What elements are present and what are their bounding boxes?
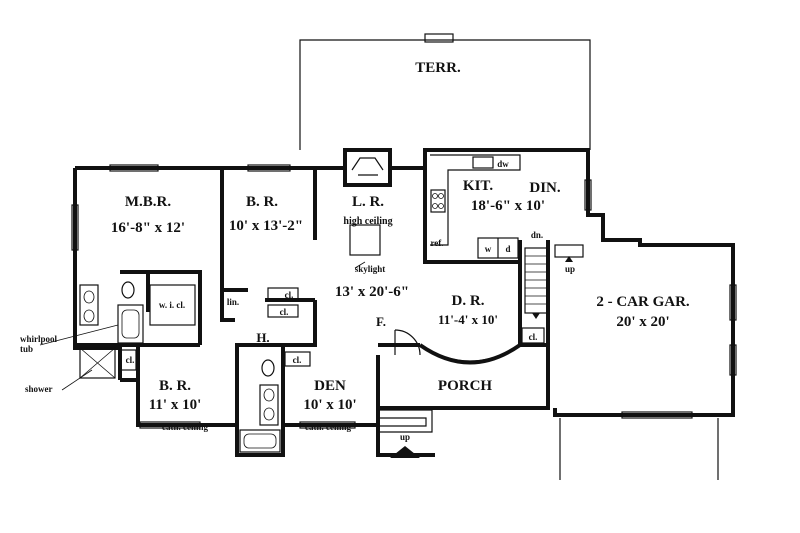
dr-size: 11'-4' x 10' — [438, 312, 498, 327]
tub-icon — [239, 429, 281, 453]
porch-steps — [378, 409, 433, 458]
washer-label: w — [485, 244, 492, 254]
toilet-icon — [261, 359, 275, 377]
tub-label: tub — [20, 344, 33, 354]
mbr-size: 16'-8" x 12' — [111, 220, 185, 236]
closet-label-upper: cl. — [285, 290, 294, 300]
closet-label-lower: cl. — [280, 307, 289, 317]
porch-up-label: up — [400, 432, 410, 442]
master-bath-fixtures — [79, 281, 196, 379]
skylight-icon — [349, 224, 381, 256]
br3-name: B. R. — [159, 378, 191, 394]
kit-name: KIT. — [463, 178, 493, 194]
windows — [71, 164, 737, 429]
mbr-name: M.B.R. — [125, 194, 171, 210]
vanity — [79, 284, 99, 326]
kitchen-counters — [430, 154, 521, 259]
fireplace-icon — [343, 148, 392, 187]
range-icon — [430, 189, 446, 213]
garage-size: 20' x 20' — [616, 314, 669, 330]
br3-size: 11' x 10' — [149, 397, 202, 413]
br2-size: 10' x 13'-2" — [229, 218, 303, 234]
terrace-label: TERR. — [415, 60, 461, 76]
br3-note: cath. ceiling — [162, 422, 208, 432]
down-arrow-icon — [532, 313, 540, 319]
whirlpool-label: whirlpool — [20, 334, 58, 344]
linen-label: lin. — [227, 297, 239, 307]
kitchen-sink-icon — [472, 156, 494, 169]
garage-up-label: up — [565, 264, 575, 274]
ref-label: ref. — [430, 238, 443, 248]
kit-size: 18'-6" x 10' — [471, 198, 545, 214]
stairs-down — [524, 247, 548, 319]
dw-label: dw — [497, 159, 509, 169]
terrace-step — [424, 33, 454, 43]
bath-closet — [119, 349, 137, 371]
skylight-leader — [354, 261, 366, 269]
garage-step — [554, 244, 584, 258]
lr-name: L. R. — [352, 194, 384, 210]
driveway — [559, 418, 719, 480]
shower-icon — [79, 347, 116, 379]
den-name: DEN — [314, 378, 346, 394]
entry-arrow-icon — [390, 446, 420, 458]
br2-name: B. R. — [246, 194, 278, 210]
front-door[interactable] — [394, 329, 421, 356]
wic-label: w. i. cl. — [159, 300, 185, 310]
hall-label: H. — [256, 330, 269, 345]
porch-label: PORCH — [438, 378, 492, 394]
shower-label: shower — [25, 384, 53, 394]
den-size: 10' x 10' — [303, 397, 356, 413]
closet-upper — [267, 287, 299, 301]
toilet-icon — [121, 281, 135, 299]
lr-size: 13' x 20'-6" — [335, 284, 409, 300]
whirlpool-tub-icon — [117, 304, 144, 344]
dr-closet — [521, 327, 545, 344]
dr-name: D. R. — [452, 293, 485, 309]
walk-in-closet — [149, 284, 196, 326]
den-closet-label: cl. — [293, 355, 302, 365]
dryer-label: d — [505, 244, 510, 254]
vanity — [259, 384, 279, 426]
shower-leader — [61, 369, 93, 391]
den-closet — [284, 351, 311, 367]
hall-bath-fixtures — [239, 359, 281, 453]
garage-name: 2 - CAR GAR. — [596, 294, 690, 310]
lr-note: high ceiling — [343, 216, 392, 227]
whirlpool-leader — [39, 324, 119, 346]
den-note: cath. ceiling — [305, 422, 351, 432]
terrace: TERR. — [299, 33, 591, 150]
up-arrow-icon — [565, 256, 573, 262]
closet-lower — [267, 304, 299, 318]
dr-closet-label: cl. — [529, 332, 538, 342]
bath-closet-label: cl. — [126, 355, 135, 365]
foyer-label: F. — [376, 314, 386, 329]
skylight-label: skylight — [355, 264, 386, 274]
down-label: dn. — [531, 230, 543, 240]
din-name: DIN. — [529, 180, 561, 196]
